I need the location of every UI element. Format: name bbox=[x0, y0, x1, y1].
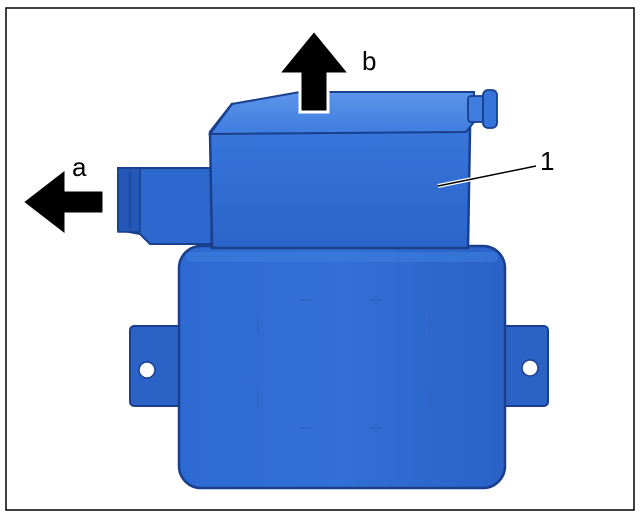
top-housing bbox=[208, 89, 498, 250]
top-nozzle bbox=[467, 89, 498, 129]
left-mounting-tab bbox=[129, 325, 187, 407]
arrow-b-label: b bbox=[362, 46, 376, 76]
callout-leader-line-stroke bbox=[437, 165, 537, 187]
left-mounting-hole bbox=[138, 361, 156, 379]
arrow-up-icon bbox=[274, 27, 354, 114]
arrow-a-label: a bbox=[72, 152, 87, 182]
callout-1-label: 1 bbox=[540, 146, 554, 176]
base-housing bbox=[177, 244, 507, 490]
arrow-left-icon bbox=[19, 164, 106, 240]
right-mounting-hole bbox=[521, 359, 539, 377]
side-outlet-connector bbox=[117, 167, 213, 245]
